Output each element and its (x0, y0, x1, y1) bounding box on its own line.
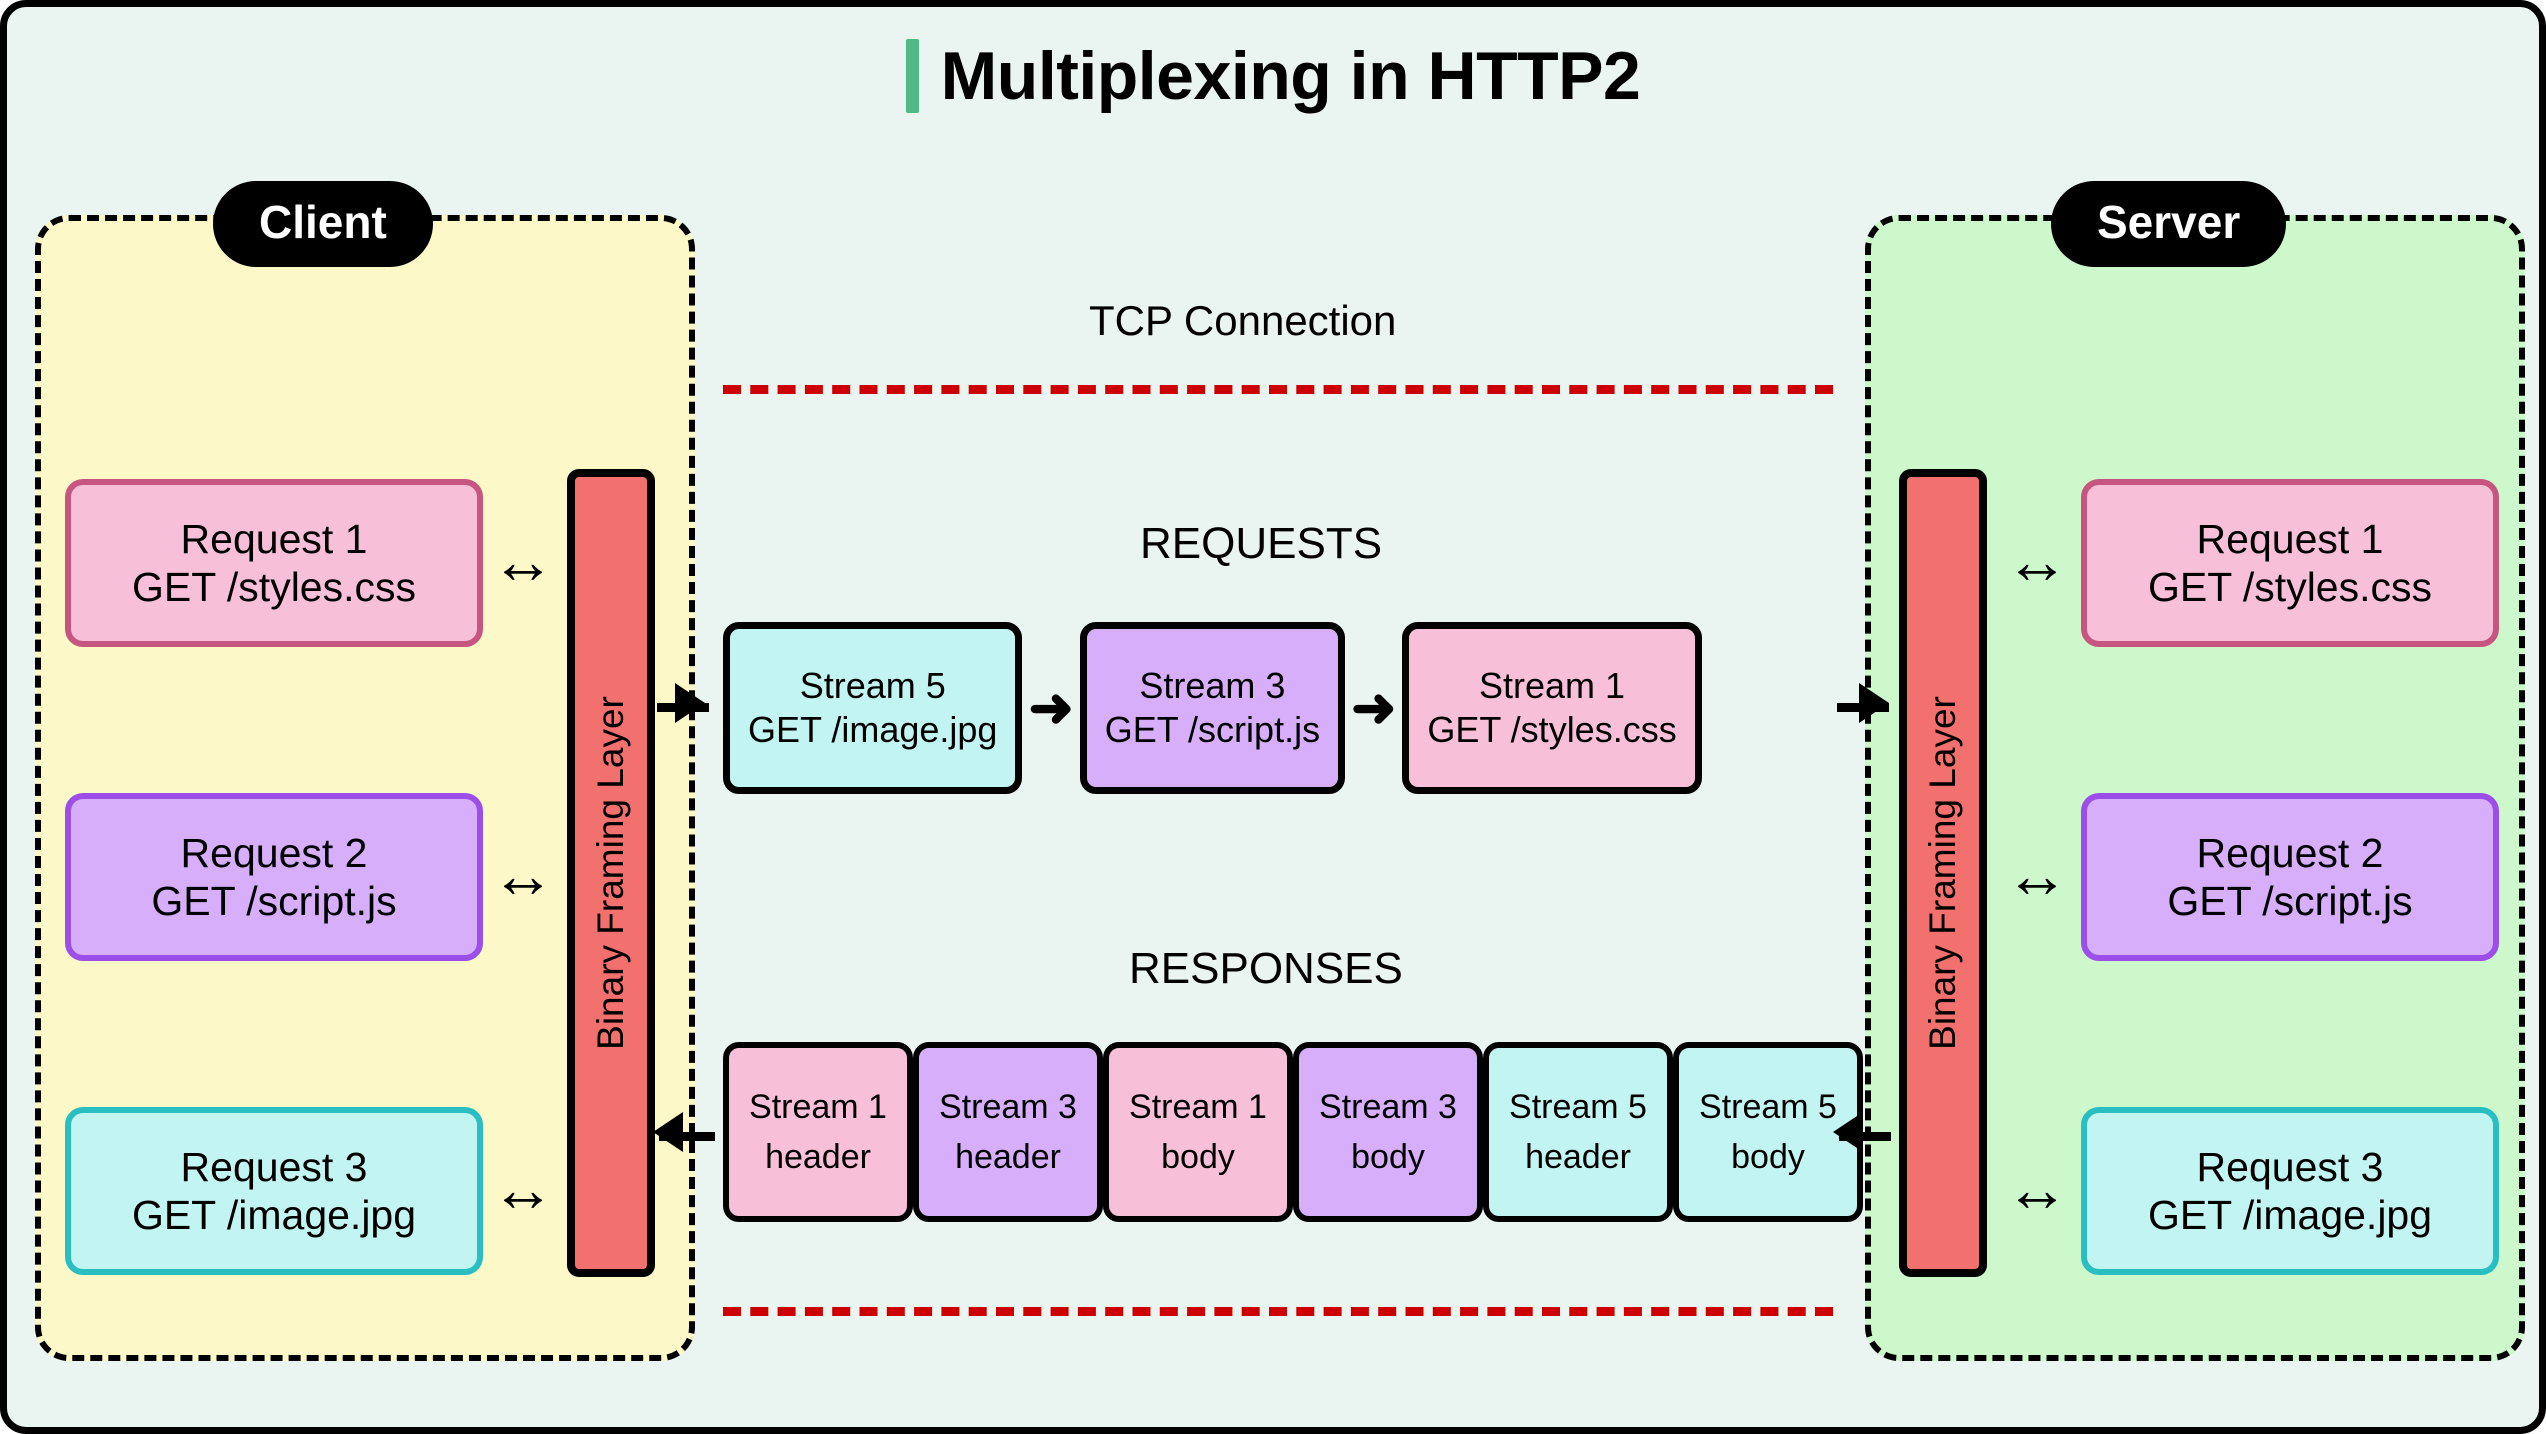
server-binary-framing-layer[interactable]: Binary Framing Layer (1899, 469, 1987, 1277)
response-flow-arrowhead-right-icon (1833, 1112, 1863, 1152)
request-stream-1-title: Stream 5 (799, 665, 946, 707)
responses-frame-row: Stream 1 header Stream 3 header Stream 1 body… (723, 1042, 1863, 1222)
responses-section-label: RESPONSES (1129, 944, 1403, 993)
server-request-box-2[interactable]: Request 2 GET /script.js (2081, 793, 2499, 961)
client-badge: Client (213, 181, 433, 267)
response-frame-box-4[interactable]: Stream 3 body (1293, 1042, 1483, 1222)
response-frame-3-detail: body (1161, 1138, 1235, 1176)
client-bidirectional-arrow-2-icon: ↔ (491, 839, 555, 911)
stream-flow-arrow-2-icon: ➜ (1351, 678, 1397, 738)
client-bidirectional-arrow-1-icon: ↔ (491, 525, 555, 597)
tcp-connection-line-bottom (723, 1307, 1833, 1316)
page-title: Multiplexing in HTTP2 (7, 37, 2539, 115)
tcp-connection-line-top (723, 385, 1833, 394)
requests-section-label: REQUESTS (1140, 519, 1383, 568)
server-request-1-title: Request 1 (2196, 515, 2384, 562)
client-binary-framing-layer-label: Binary Framing Layer (590, 696, 631, 1050)
request-stream-1-detail: GET /image.jpg (748, 709, 998, 750)
response-frame-box-3[interactable]: Stream 1 body (1103, 1042, 1293, 1222)
request-flow-arrowhead-right-icon (1859, 683, 1889, 723)
client-request-1-detail: GET /styles.css (131, 564, 417, 610)
response-frame-4-title: Stream 3 (1319, 1088, 1457, 1126)
client-request-box-2[interactable]: Request 2 GET /script.js (65, 793, 483, 961)
response-flow-connector-right (1839, 1132, 1891, 1141)
request-flow-arrowhead-left-icon (675, 683, 705, 723)
title-accent-bar (905, 39, 919, 113)
client-request-box-1[interactable]: Request 1 GET /styles.css (65, 479, 483, 647)
response-frame-6-title: Stream 5 (1699, 1088, 1837, 1126)
server-bidirectional-arrow-1-icon: ↔ (2005, 525, 2069, 597)
client-bidirectional-arrow-3-icon: ↔ (491, 1153, 555, 1225)
response-frame-5-detail: header (1525, 1138, 1631, 1176)
response-frame-1-title: Stream 1 (749, 1088, 887, 1126)
request-stream-3-detail: GET /styles.css (1427, 709, 1677, 750)
response-frame-6-detail: body (1731, 1138, 1805, 1176)
response-flow-connector-left (659, 1132, 715, 1141)
response-frame-box-1[interactable]: Stream 1 header (723, 1042, 913, 1222)
response-frame-2-detail: header (955, 1138, 1061, 1176)
server-binary-framing-layer-label: Binary Framing Layer (1922, 696, 1963, 1050)
server-badge: Server (2051, 181, 2287, 267)
client-request-3-title: Request 3 (180, 1143, 368, 1190)
response-frame-box-2[interactable]: Stream 3 header (913, 1042, 1103, 1222)
server-request-2-detail: GET /script.js (2167, 878, 2413, 924)
server-bidirectional-arrow-2-icon: ↔ (2005, 839, 2069, 911)
request-stream-2-title: Stream 3 (1139, 665, 1286, 707)
tcp-connection-label: TCP Connection (1089, 297, 1397, 344)
client-request-2-title: Request 2 (180, 829, 368, 876)
server-request-box-3[interactable]: Request 3 GET /image.jpg (2081, 1107, 2499, 1275)
server-request-1-detail: GET /styles.css (2147, 564, 2433, 610)
request-stream-3-title: Stream 1 (1478, 665, 1626, 707)
client-binary-framing-layer[interactable]: Binary Framing Layer (567, 469, 655, 1277)
client-request-box-3[interactable]: Request 3 GET /image.jpg (65, 1107, 483, 1275)
title-text: Multiplexing in HTTP2 (940, 38, 1641, 114)
response-frame-5-title: Stream 5 (1509, 1088, 1647, 1126)
response-frame-1-detail: header (765, 1138, 871, 1176)
client-request-3-detail: GET /image.jpg (131, 1192, 417, 1238)
server-request-box-1[interactable]: Request 1 GET /styles.css (2081, 479, 2499, 647)
response-frame-box-6[interactable]: Stream 5 body (1673, 1042, 1863, 1222)
response-frame-4-detail: body (1351, 1138, 1425, 1176)
response-flow-arrowhead-left-icon (653, 1112, 683, 1152)
response-frame-3-title: Stream 1 (1129, 1088, 1267, 1126)
client-request-1-title: Request 1 (180, 515, 368, 562)
server-request-3-title: Request 3 (2196, 1143, 2384, 1190)
server-request-3-detail: GET /image.jpg (2147, 1192, 2433, 1238)
stream-flow-arrow-1-icon: ➜ (1028, 678, 1074, 738)
request-stream-2-detail: GET /script.js (1104, 709, 1321, 750)
response-frame-2-title: Stream 3 (939, 1088, 1077, 1126)
server-request-2-title: Request 2 (2196, 829, 2384, 876)
response-frame-box-5[interactable]: Stream 5 header (1483, 1042, 1673, 1222)
client-request-2-detail: GET /script.js (151, 878, 397, 924)
server-bidirectional-arrow-3-icon: ↔ (2005, 1153, 2069, 1225)
